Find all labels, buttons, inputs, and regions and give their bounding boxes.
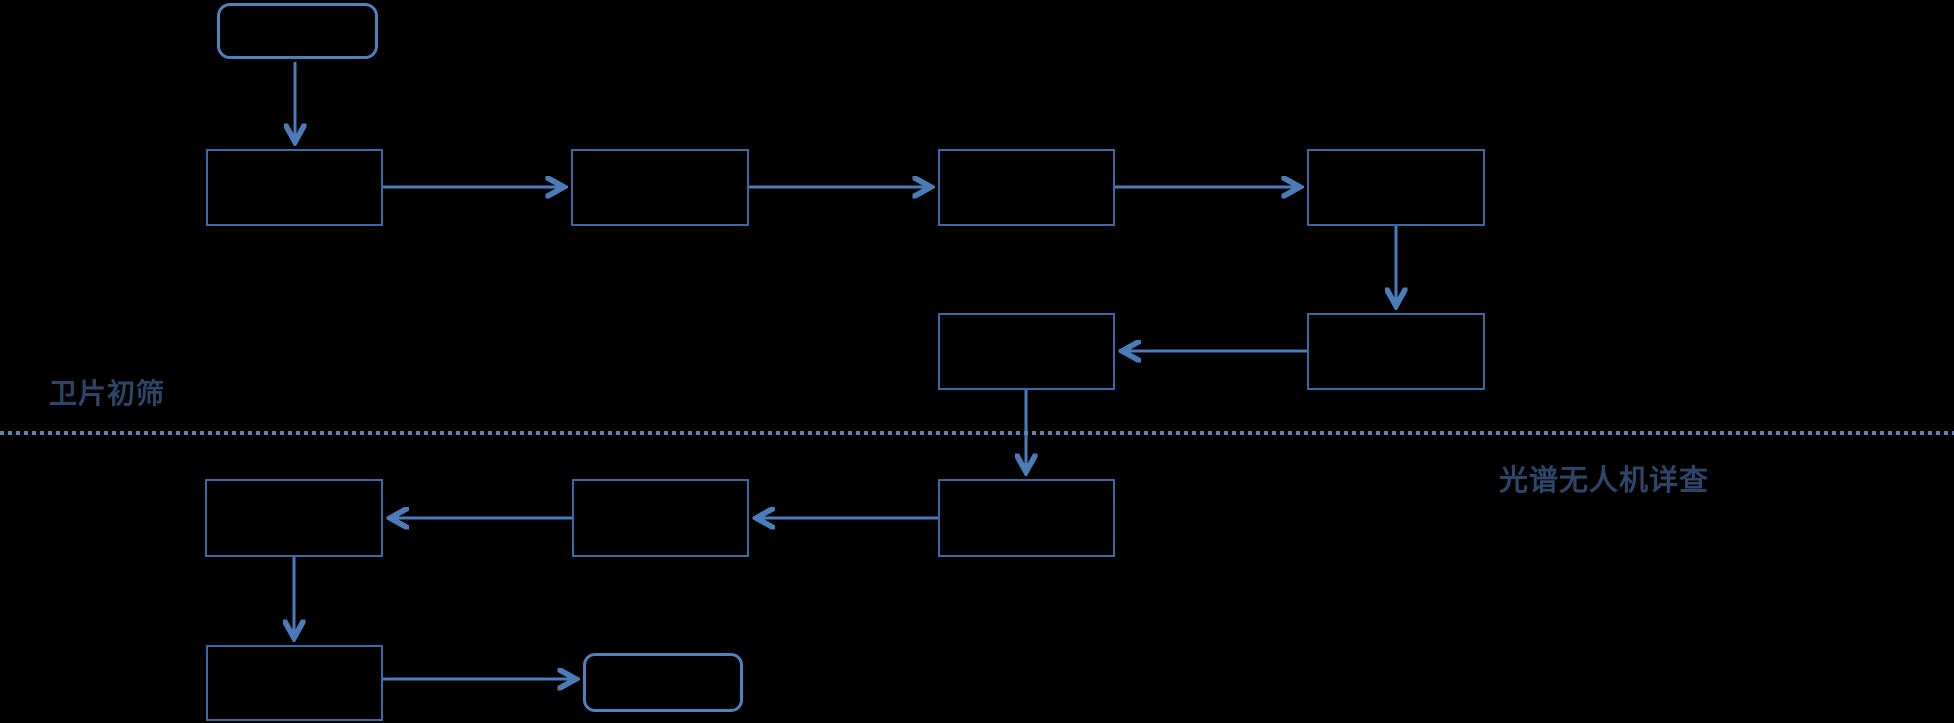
process-box-1 [206,149,383,226]
section-label-satellite-initial-screening: 卫片初筛 [49,378,166,409]
process-box-9 [938,479,1115,557]
process-box-7 [205,479,383,557]
process-box-10 [206,645,383,721]
process-box-2 [571,149,749,226]
process-box-8 [572,479,749,557]
start-node [217,3,378,59]
process-box-3 [938,149,1115,226]
end-node [583,653,743,712]
section-divider-dotted-line [0,431,1954,435]
process-box-6 [1307,313,1485,390]
process-box-4 [1307,149,1485,226]
section-label-spectral-uav-detailed-survey: 光谱无人机详查 [1499,465,1710,497]
process-box-5 [938,313,1115,390]
